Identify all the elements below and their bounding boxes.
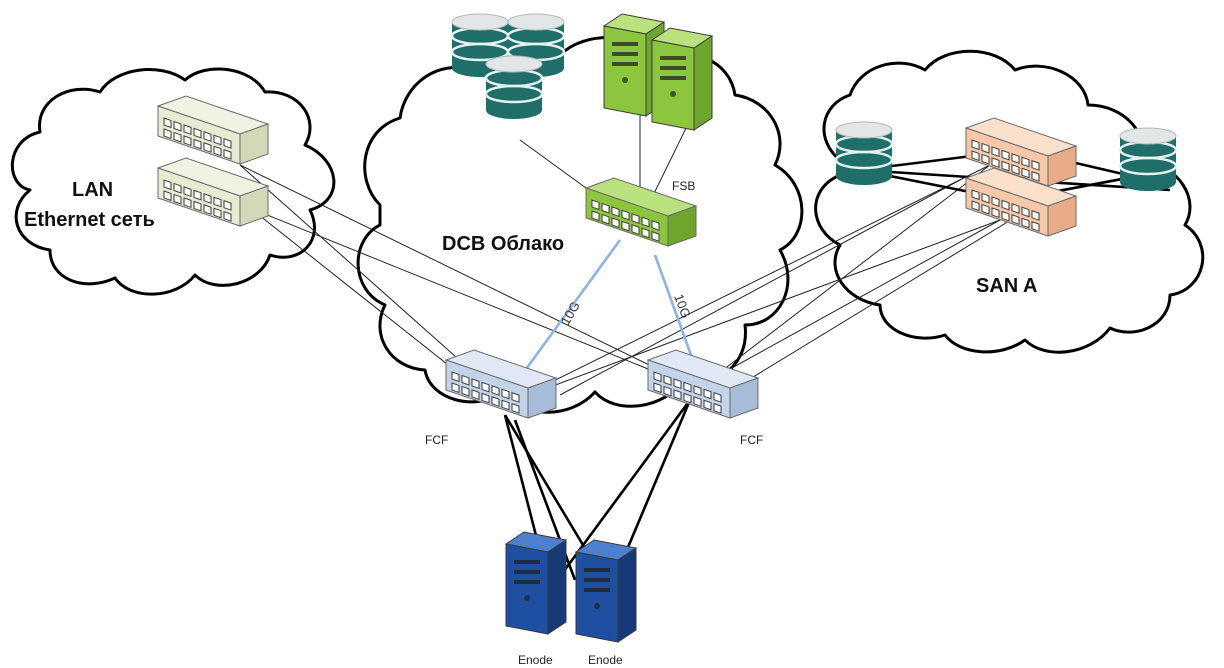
dcb-label: DCB Облако: [442, 233, 564, 255]
dcb-cloud: [356, 36, 804, 414]
fcf-right-label: FCF: [740, 433, 763, 447]
fcf-left-label: FCF: [425, 433, 448, 447]
dcb-storage-3: [484, 54, 544, 121]
fcf-switch-right: [647, 349, 759, 419]
enode-server-right: [575, 539, 637, 643]
san-label: SAN A: [976, 275, 1037, 297]
app-server-2: [651, 27, 713, 131]
enode-server-left: [505, 531, 567, 635]
lan-label-line2: Ethernet сеть: [24, 209, 155, 231]
enode-left-label: Enode: [518, 653, 553, 667]
fsb-label: FSB: [672, 179, 695, 193]
enode-right-label: Enode: [588, 653, 623, 667]
lan-label-line1: LAN: [72, 179, 113, 201]
san-storage-right: [1118, 126, 1178, 193]
san-storage-left: [834, 120, 894, 187]
